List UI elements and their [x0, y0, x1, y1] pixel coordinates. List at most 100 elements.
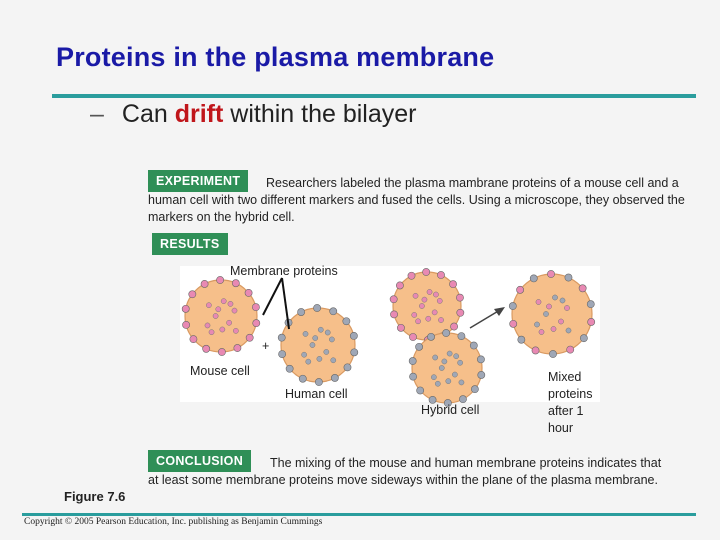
membrane-protein-marker: [559, 297, 566, 304]
membrane-protein-marker: [330, 357, 337, 364]
membrane-protein-marker: [535, 299, 542, 305]
membrane-protein-marker: [564, 305, 570, 311]
membrane-protein-marker: [309, 342, 316, 348]
membrane-protein-marker: [323, 349, 330, 355]
membrane-protein-marker: [277, 333, 286, 342]
membrane-protein-marker: [428, 395, 437, 404]
membrane-protein-marker: [534, 321, 540, 328]
membrane-protein-marker: [453, 353, 460, 360]
membrane-protein-marker: [219, 326, 226, 333]
membrane-protein-marker: [297, 308, 306, 316]
membrane-protein-marker: [578, 284, 587, 293]
arrow-line: [469, 309, 501, 329]
membrane-protein-marker: [217, 348, 226, 356]
membrane-protein-marker: [442, 329, 451, 337]
membrane-protein-marker: [182, 320, 191, 329]
membrane-protein-marker: [215, 306, 222, 313]
membrane-protein-marker: [208, 329, 215, 336]
membrane-protein-marker: [438, 317, 444, 323]
membrane-protein-marker: [396, 281, 404, 290]
membrane-protein-marker: [579, 334, 588, 343]
membrane-protein-marker: [446, 350, 453, 357]
membrane-protein-marker: [531, 346, 540, 355]
membrane-protein-marker: [233, 328, 239, 334]
membrane-protein-marker: [251, 303, 260, 312]
membrane-protein-marker: [477, 355, 485, 364]
membrane-protein-marker: [587, 318, 596, 326]
membrane-protein-marker: [204, 322, 211, 329]
membrane-protein-marker: [517, 335, 526, 344]
membrane-protein-marker: [408, 357, 417, 365]
membrane-protein-marker: [457, 332, 466, 341]
membrane-protein-marker: [302, 331, 309, 337]
membrane-protein-marker: [450, 322, 458, 331]
membrane-protein-marker: [301, 351, 307, 358]
membrane-protein-marker: [343, 363, 352, 372]
membrane-protein-marker: [188, 290, 197, 299]
membrane-protein-marker: [432, 354, 439, 361]
experiment-label: EXPERIMENT: [148, 170, 249, 192]
membrane-protein-marker: [558, 318, 564, 325]
membrane-protein-marker: [231, 279, 240, 288]
membrane-protein-marker: [227, 301, 234, 307]
membrane-protein-marker: [317, 326, 324, 333]
membrane-protein-marker: [456, 308, 465, 317]
membrane-protein-marker: [457, 359, 463, 366]
membrane-protein-marker: [549, 350, 557, 358]
membrane-protein-marker: [441, 358, 448, 365]
membrane-protein-marker: [434, 380, 441, 387]
membrane-protein-marker: [529, 274, 538, 283]
membrane-protein-marker: [409, 372, 417, 381]
pointer-line-right: [281, 277, 290, 330]
arrow-head: [494, 307, 505, 316]
membrane-protein-marker: [516, 285, 525, 294]
membrane-protein-marker: [445, 378, 452, 384]
membrane-protein-marker: [552, 294, 558, 301]
membrane-protein-marker: [508, 302, 517, 310]
bullet-point: –Can drift within the bilayer: [90, 100, 416, 129]
membrane-protein-marker: [449, 280, 457, 289]
footer-divider: [22, 513, 696, 516]
conclusion-label: CONCLUSION: [148, 450, 252, 472]
membrane-protein-marker: [389, 295, 398, 304]
membrane-protein-marker: [412, 292, 419, 299]
membrane-protein-marker: [436, 298, 443, 304]
membrane-protein-marker: [547, 270, 555, 278]
membrane-protein-marker: [349, 331, 358, 340]
membrane-protein-marker: [433, 291, 439, 298]
membrane-protein-marker: [390, 310, 398, 319]
title-divider: [52, 94, 696, 98]
figure-number: Figure 7.6: [64, 489, 126, 504]
membrane-protein-marker: [216, 276, 225, 284]
membrane-protein-marker: [470, 385, 479, 394]
experiment-text: Researchers labeled the plasma mambrane …: [148, 176, 685, 224]
membrane-protein-marker: [427, 332, 435, 341]
membrane-protein-marker: [458, 379, 465, 386]
bullet-text-pre: Can: [121, 100, 175, 128]
results-label: RESULTS: [152, 233, 228, 255]
membrane-protein-marker: [565, 327, 572, 334]
membrane-protein-marker: [443, 399, 452, 407]
membrane-protein-marker: [543, 311, 549, 317]
membrane-protein-marker: [566, 345, 575, 354]
membrane-protein-marker: [200, 280, 209, 288]
membrane-protein-marker: [421, 296, 428, 303]
membrane-protein-marker: [469, 341, 478, 350]
membrane-protein-marker: [329, 307, 338, 316]
membrane-protein-marker: [278, 350, 287, 359]
membrane-protein-marker: [350, 348, 359, 357]
hybrid-cell-label: Hybrid cell: [421, 403, 480, 417]
membrane-protein-marker: [212, 313, 219, 319]
membrane-protein-marker: [550, 326, 557, 332]
membrane-protein-marker: [546, 303, 552, 310]
membrane-protein-marker: [431, 309, 438, 316]
pointer-line-left: [262, 277, 283, 316]
membrane-protein-marker: [252, 319, 261, 328]
membrane-protein-marker: [452, 371, 458, 378]
membrane-protein-marker: [538, 329, 545, 335]
membrane-protein-marker: [342, 317, 351, 326]
mouse-cell-label: Mouse cell: [190, 364, 250, 378]
human-cell-label: Human cell: [285, 387, 348, 401]
membrane-protein-marker: [312, 335, 319, 341]
copyright-notice: Copyright © 2005 Pearson Education, Inc.…: [24, 517, 323, 527]
